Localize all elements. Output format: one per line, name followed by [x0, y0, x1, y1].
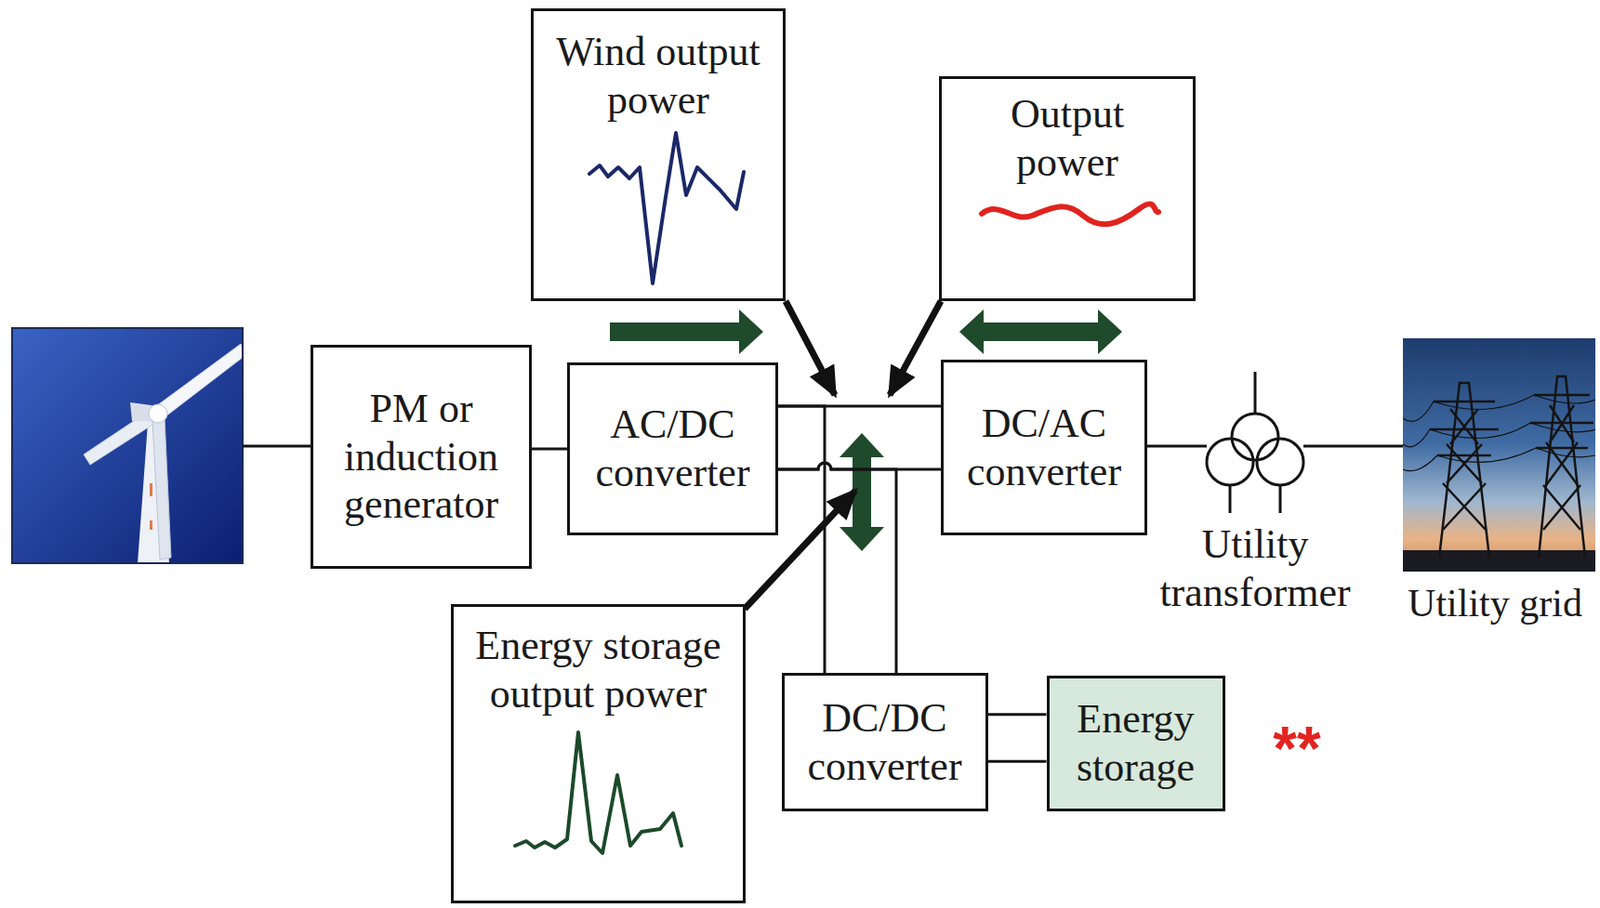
storage-power-waveform [515, 732, 682, 854]
converter-box: AC/DC converter [567, 362, 779, 536]
power-wire [778, 406, 941, 470]
shaft-line [242, 445, 312, 449]
converter-box: DC/DC converter [781, 673, 989, 812]
power-wire [531, 448, 568, 451]
callout-box: Wind output power [530, 8, 786, 302]
note-marker: ** [1255, 717, 1339, 780]
power-wire [988, 714, 1047, 763]
generator-box: PM or induction generator [310, 344, 532, 569]
box-label: DC/AC converter [951, 399, 1138, 497]
photo-frame [12, 328, 243, 564]
box-label: PM or induction generator [320, 384, 522, 530]
box-label: Energy storage [1057, 695, 1216, 793]
power-wire [778, 406, 897, 674]
grid-label: Utility grid [1394, 581, 1596, 628]
power-flow-arrow [839, 433, 885, 552]
callout-arrows [744, 301, 941, 609]
converter-box: DC/AC converter [940, 359, 1148, 536]
callout-box: Output power [938, 76, 1196, 302]
transformer-symbol [1146, 371, 1403, 514]
storage-box: Energy storage [1046, 675, 1226, 812]
transformer-label: Utility transformer [1138, 520, 1372, 618]
wind-turbine-photo [12, 328, 243, 564]
power-flow-arrow [609, 309, 764, 355]
box-label: DC/DC converter [792, 694, 979, 792]
output-power-waveform [981, 203, 1159, 225]
power-flow-arrow [959, 309, 1123, 355]
box-label: AC/DC converter [577, 400, 768, 498]
box-label: Wind output power [542, 27, 775, 125]
callout-box: Energy storage output power [450, 604, 746, 904]
box-label: Energy storage output power [461, 621, 736, 719]
box-label: Output power [974, 90, 1161, 187]
utility-grid-photo [1402, 338, 1596, 572]
wind-power-waveform [589, 132, 744, 284]
